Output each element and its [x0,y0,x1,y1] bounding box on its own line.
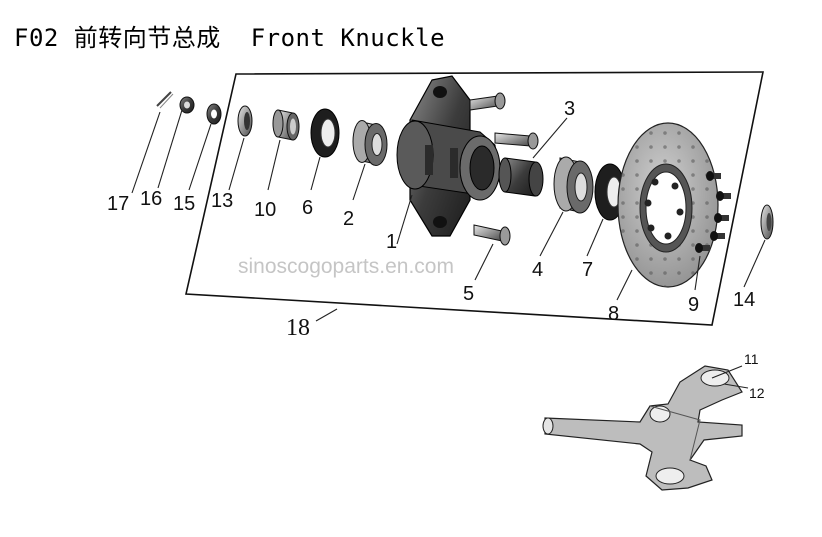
bearing-2 [352,120,388,166]
hub-bolt-upper [469,92,506,111]
callout-1: 1 [386,231,397,253]
hub-bolt-5 [473,224,511,246]
spacer-10 [272,109,300,141]
callout-18: 18 [286,315,310,341]
callout-2: 2 [343,208,354,230]
assembly-frame [185,71,764,326]
callout-14: 14 [733,289,755,311]
callout-13: 13 [211,190,233,212]
castle-nut-16 [179,96,195,114]
brake-disc-8 [617,122,719,288]
seal-13 [237,105,253,137]
callout-4: 4 [532,259,543,281]
callout-8: 8 [608,303,619,325]
callout-16: 16 [140,188,162,210]
cotter-pin-17 [156,91,174,109]
page-title: F02 前转向节总成 Front Knuckle [14,24,446,52]
callout-7: 7 [582,259,593,281]
wheel-hub-1 [396,75,501,237]
watermark: sinoscogoparts.en.com [238,255,454,278]
callout-17: 17 [107,193,129,215]
steering-knuckle [542,365,743,491]
dust-cap-14 [760,204,774,240]
bearing-4 [553,156,594,214]
callout-15: 15 [173,193,195,215]
callout-9: 9 [688,294,699,316]
oil-seal-6 [310,108,340,158]
callout-3: 3 [564,98,575,120]
hub-bolt-middle [494,132,539,150]
disc-bolts-9 [695,171,731,253]
callout-12: 12 [749,385,765,401]
callout-10: 10 [254,199,276,221]
callout-11: 11 [744,351,759,367]
callout-6: 6 [302,197,313,219]
washer-15 [206,103,222,125]
callout-5: 5 [463,283,474,305]
sleeve-3 [498,157,544,197]
